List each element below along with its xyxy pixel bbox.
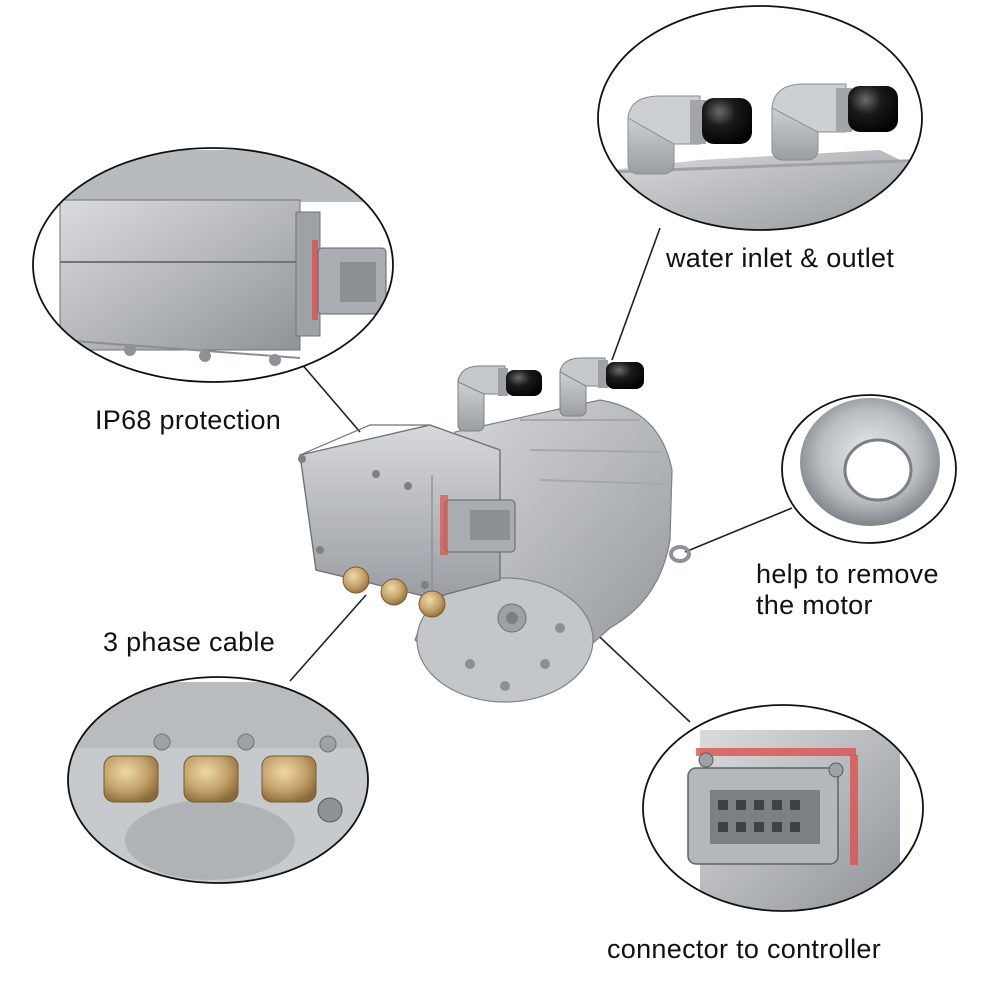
motor-lifting-ring <box>669 545 691 563</box>
callout-3-phase-cable <box>67 676 369 884</box>
callout-lifting-ring <box>781 394 957 544</box>
motor-cable-gland-2 <box>380 578 408 606</box>
leader-water <box>611 227 661 361</box>
leader-ip68 <box>299 361 361 433</box>
label-lifting-ring-line2: the motor <box>756 590 873 620</box>
label-lifting-ring: help to remove the motor <box>756 559 939 621</box>
callout-ip68 <box>32 147 394 383</box>
label-water-inlet-outlet: water inlet & outlet <box>666 243 895 273</box>
motor-image <box>298 357 691 703</box>
leader-cable <box>289 594 367 682</box>
motor-end-face <box>416 577 594 703</box>
leader-lifting-ring <box>684 507 793 553</box>
callout-connector <box>642 704 924 912</box>
label-ip68: IP68 protection <box>95 405 282 435</box>
label-3-phase-cable: 3 phase cable <box>103 627 276 657</box>
callout-water-inlet-outlet <box>597 5 923 231</box>
motor-cable-gland-3 <box>418 590 446 618</box>
motor-water-pipe-1 <box>457 365 542 432</box>
label-connector: connector to controller <box>607 934 882 964</box>
label-lifting-ring-line1: help to remove <box>756 559 939 589</box>
motor-cable-gland-1 <box>342 566 370 594</box>
motor-water-pipe-2 <box>559 357 644 417</box>
